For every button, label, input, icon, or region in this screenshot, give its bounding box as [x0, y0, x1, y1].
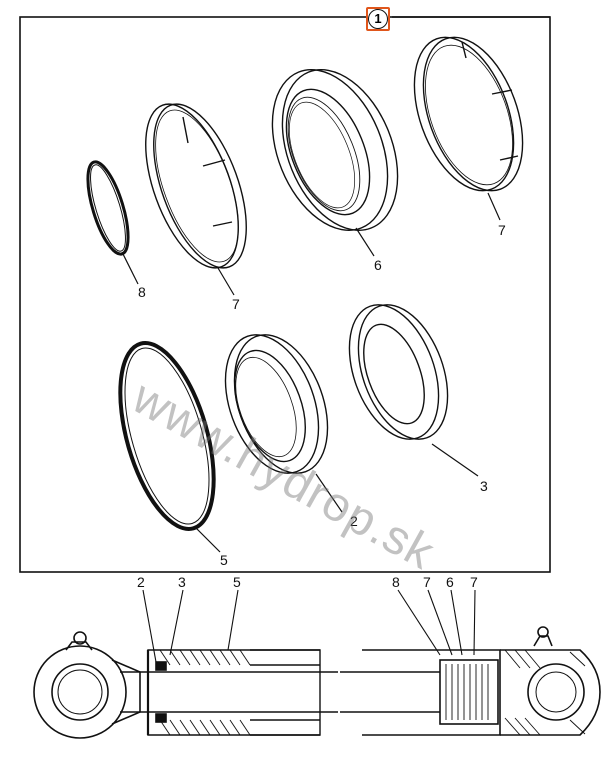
- part-2-rod-seal: [224, 334, 329, 474]
- callout-part-7-left: 7: [232, 296, 240, 312]
- callout-part-3: 3: [480, 478, 488, 494]
- cylinder-section-right: [340, 626, 601, 736]
- cylinder-section-left: [33, 631, 338, 739]
- assembly-badge: 1: [366, 7, 390, 31]
- section-callout-7a: 7: [423, 574, 431, 590]
- assembly-frame: [19, 16, 551, 573]
- section-callout-2: 2: [137, 574, 145, 590]
- part-8-backup-ring: [86, 160, 130, 256]
- section-callout-3: 3: [178, 574, 186, 590]
- section-callout-6: 6: [446, 574, 454, 590]
- part-3-wiper: [348, 304, 449, 440]
- part-5-o-ring: [118, 341, 216, 531]
- callout-part-5: 5: [220, 552, 228, 568]
- assembly-number: 1: [368, 9, 388, 29]
- part-6-piston-seal: [271, 69, 399, 231]
- part-7-wear-band-right: [413, 36, 524, 192]
- callout-part-8: 8: [138, 284, 146, 300]
- callout-part-7-right: 7: [498, 222, 506, 238]
- callout-part-2: 2: [350, 513, 358, 529]
- section-callout-8: 8: [392, 574, 400, 590]
- part-7-wear-band-left: [145, 103, 247, 269]
- section-callout-7b: 7: [470, 574, 478, 590]
- section-callout-5: 5: [233, 574, 241, 590]
- callout-part-6: 6: [374, 257, 382, 273]
